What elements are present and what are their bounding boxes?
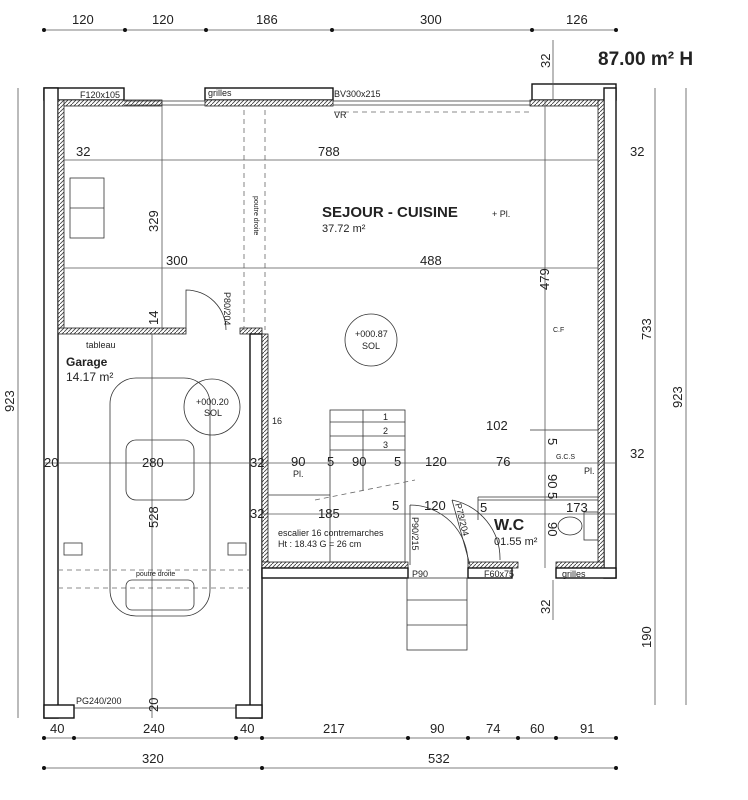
dim-5: 5 (480, 500, 487, 515)
dim-bottom-74: 74 (486, 721, 500, 736)
grilles-bottom-label: grilles (562, 569, 586, 579)
cf-label: C.F (553, 327, 564, 334)
interior-dimension-lines (44, 100, 616, 718)
surface-title: 87.00 m² H (598, 49, 693, 70)
room-wc-area: 01.55 m² (494, 536, 538, 548)
dim-788: 788 (318, 144, 340, 159)
room-sejour-suffix: + Pl. (492, 209, 510, 219)
dim-280: 280 (142, 455, 164, 470)
dim-bottom-240: 240 (143, 721, 165, 736)
stair-step-1: 1 (383, 412, 388, 422)
dim-5: 5 (394, 454, 401, 469)
stair-step-2: 2 (383, 426, 388, 436)
dim-76: 76 (496, 454, 510, 469)
toilet-icon (557, 516, 583, 536)
dim-bottom-40: 40 (50, 721, 64, 736)
dim-pl: Pl. (584, 466, 595, 476)
dim-90: 90 (545, 522, 560, 536)
dim-102: 102 (486, 418, 508, 433)
dim-right-bottom-32: 32 (538, 600, 553, 614)
door-p80-label: P80/204 (222, 292, 232, 326)
room-sejour-area: 37.72 m² (322, 223, 366, 235)
room-labels: SEJOUR - CUISINE + Pl. 37.72 m² Garage 1… (66, 204, 538, 549)
grilles-top-label: grilles (208, 88, 232, 98)
dim-top-1: 120 (72, 12, 94, 27)
dim-20: 20 (146, 698, 161, 712)
dim-5: 5 (392, 498, 399, 513)
stair-step-16: 16 (272, 416, 282, 426)
room-wc-name: W.C (494, 517, 525, 534)
gcs-label: G.C.S (556, 454, 575, 461)
dim-90: 90 (352, 454, 366, 469)
interior-dimensions: 32 788 32 329 300 488 479 14 20 280 32 9… (44, 144, 644, 712)
door-p73-label: P73/204 (453, 502, 471, 537)
dim-90: 90 (291, 454, 305, 469)
dim-5: 5 (327, 454, 334, 469)
level-garage-value: +000.20 (196, 397, 229, 407)
dim-right-923: 923 (670, 386, 685, 408)
beam-label: poutre droite (136, 571, 175, 578)
dim-173: 173 (566, 500, 588, 515)
dim-20: 20 (44, 455, 58, 470)
car-symbol (109, 377, 211, 617)
dim-bottom-60: 60 (530, 721, 544, 736)
dim-185: 185 (318, 506, 340, 521)
dim-120: 120 (424, 498, 446, 513)
walls (43, 83, 617, 719)
window-f60-label: F60x75 (484, 569, 514, 579)
dim-120: 120 (425, 454, 447, 469)
opening-labels: F120x105 grilles BV300x215 VR P80/204 P9… (76, 88, 586, 706)
window-f120-label: F120x105 (80, 90, 120, 100)
dim-top-3: 186 (256, 12, 278, 27)
dim-14: 14 (146, 311, 161, 325)
dim-528: 528 (146, 506, 161, 528)
vr-label: VR (334, 110, 347, 120)
dim-pl: Pl. (293, 469, 304, 479)
dim-32: 32 (630, 446, 644, 461)
bottom-dimension-lines: 40 240 40 217 90 74 60 91 320 532 (42, 721, 618, 770)
dim-90: 90 (545, 474, 560, 488)
door-p90-label: P90 (412, 569, 428, 579)
top-dimension-line: 120 120 186 300 126 (42, 12, 618, 32)
stair-step-3: 3 (383, 440, 388, 450)
room-sejour-name: SEJOUR - CUISINE (322, 204, 458, 221)
level-sejour-label: SOL (362, 341, 380, 351)
dim-32: 32 (76, 144, 90, 159)
garage-door-label: PG240/200 (76, 696, 122, 706)
dim-right-190: 190 (639, 626, 654, 648)
dim-32: 32 (630, 144, 644, 159)
door-p90-215-label: P90/215 (410, 517, 420, 551)
baie-bv300-label: BV300x215 (334, 89, 381, 99)
dim-5: 5 (545, 438, 560, 445)
dim-bottom-90: 90 (430, 721, 444, 736)
dim-329: 329 (146, 210, 161, 232)
dim-5: 5 (545, 492, 560, 499)
dim-right-32: 32 (538, 54, 553, 68)
dim-bottom-40: 40 (240, 721, 254, 736)
stair-note-2: Ht : 18.43 G = 26 cm (278, 539, 361, 549)
dim-top-2: 120 (152, 12, 174, 27)
dim-32: 32 (250, 506, 264, 521)
dim-right-733: 733 (639, 318, 654, 340)
dim-left-923: 923 (2, 390, 17, 412)
dim-top-4: 300 (420, 12, 442, 27)
side-dimension-lines: 923 32 733 923 190 32 (2, 40, 687, 718)
dim-479: 479 (537, 268, 552, 290)
dim-32: 32 (250, 455, 264, 470)
tableau-label: tableau (86, 340, 116, 350)
dim-bottom-320: 320 (142, 751, 164, 766)
dim-bottom-532: 532 (428, 751, 450, 766)
dim-300: 300 (166, 253, 188, 268)
room-garage-area: 14.17 m² (66, 370, 113, 384)
dim-bottom-91: 91 (580, 721, 594, 736)
dim-488: 488 (420, 253, 442, 268)
room-garage-name: Garage (66, 355, 108, 369)
dim-top-5: 126 (566, 12, 588, 27)
beam-label-2: poutre droite (252, 196, 259, 235)
stair-note-1: escalier 16 contremarches (278, 528, 384, 538)
dim-bottom-217: 217 (323, 721, 345, 736)
level-sejour-value: +000.87 (355, 329, 388, 339)
level-garage-label: SOL (204, 408, 222, 418)
